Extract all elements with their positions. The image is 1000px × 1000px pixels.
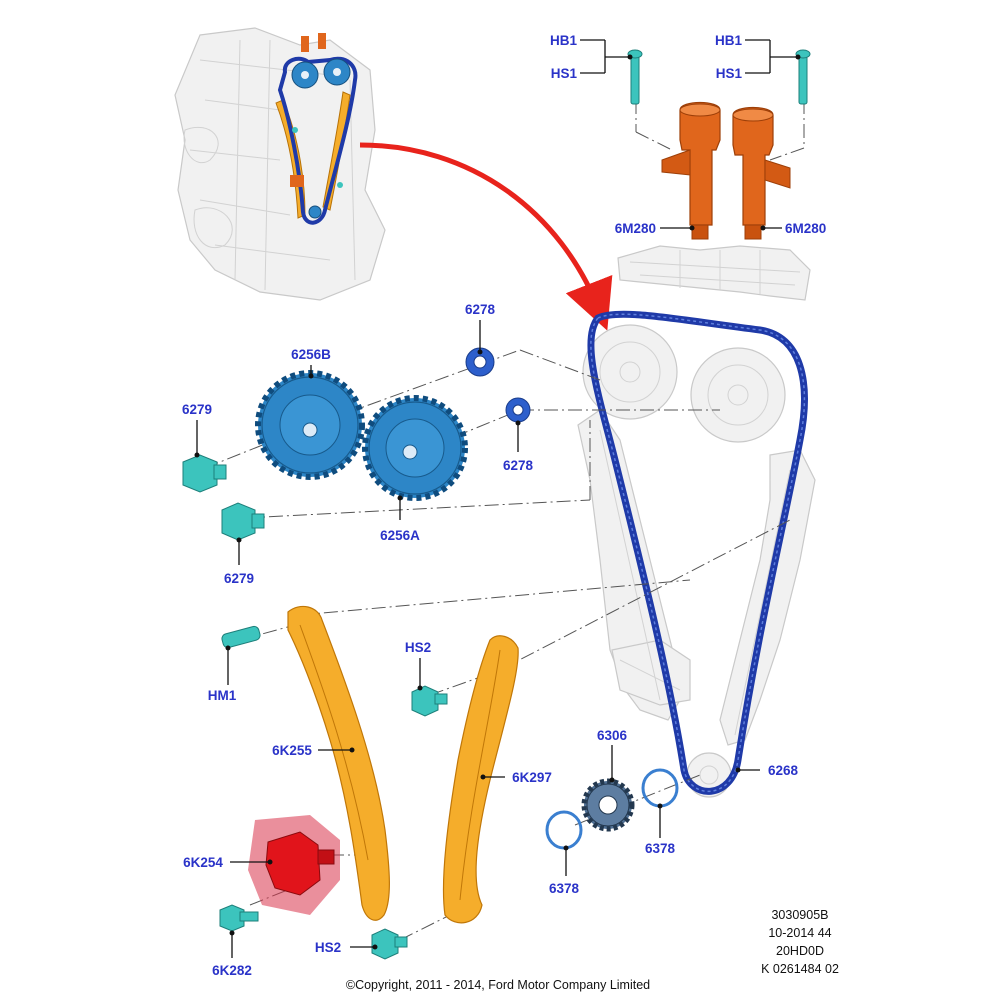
solenoid-left [661,101,721,240]
label-fixed-guide: 6K297 [512,770,552,785]
detail-arrow [359,142,613,331]
copyright-notice: ©Copyright, 2011 - 2014, Ford Motor Comp… [346,978,650,992]
label-dowel: HM1 [208,688,237,703]
label-bolt-bottom: 6279 [224,571,254,586]
washer-bottom [505,397,531,423]
label-hs1-left: HS1 [551,66,578,81]
crankshaft-sprocket [581,778,635,832]
timing-chain [587,310,808,795]
camshaft-sprocket-a [362,395,468,501]
fixed-guide [442,635,519,924]
assembled-timing-drive [577,310,816,798]
label-solenoid-left: 6M280 [615,221,656,236]
info-line-2: 10-2014 44 [768,926,831,940]
label-washer-top: 6278 [465,302,496,317]
part-labels: HB1 HS1 HB1 HS1 6M280 6M280 6278 6278 62… [182,33,826,978]
label-hb1-left: HB1 [550,33,577,48]
seal-ring-left [545,810,583,850]
dowel-pin [221,625,261,649]
guide-bolt-top [411,685,448,717]
cam-bolt-bottom [221,502,265,541]
label-chain: 6268 [768,763,799,778]
label-hb1-right: HB1 [715,33,742,48]
label-sprocket-a: 6256A [380,528,420,543]
guide-bolt-bottom [371,928,408,960]
label-crank-sprocket: 6306 [597,728,628,743]
info-line-4: K 0261484 02 [761,962,839,976]
label-hs1-right: HS1 [716,66,743,81]
tensioner-bolt [219,904,259,932]
seal-ring-right [641,768,679,808]
camshaft-sprocket-b [255,370,365,480]
label-tensioner-arm: 6K255 [272,743,312,758]
label-bolt-top: 6279 [182,402,212,417]
label-solenoid-right: 6M280 [785,221,826,236]
solenoid-bolt-left [627,49,643,105]
label-tensioner-bolt: 6K282 [212,963,252,978]
info-line-3: 20HD0D [776,944,824,958]
label-sprocket-b: 6256B [291,347,331,362]
info-line-1: 3030905B [771,908,828,922]
document-info-block: 3030905B 10-2014 44 20HD0D K 0261484 02 [761,908,839,976]
chain-tensioner [248,815,340,915]
label-washer-bottom: 6278 [503,458,534,473]
label-seal-left: 6378 [549,881,580,896]
label-seal-right: 6378 [645,841,676,856]
leader-lines [194,39,801,958]
engine-overview-illustration [174,27,386,301]
label-tensioner: 6K254 [183,855,223,870]
label-guide-bolt-bottom: HS2 [315,940,341,955]
washer-top [465,347,495,377]
solenoid-valves-group [617,49,811,301]
solenoid-right [732,106,791,240]
cam-bolt-top [182,454,227,493]
label-guide-bolt-top: HS2 [405,640,431,655]
